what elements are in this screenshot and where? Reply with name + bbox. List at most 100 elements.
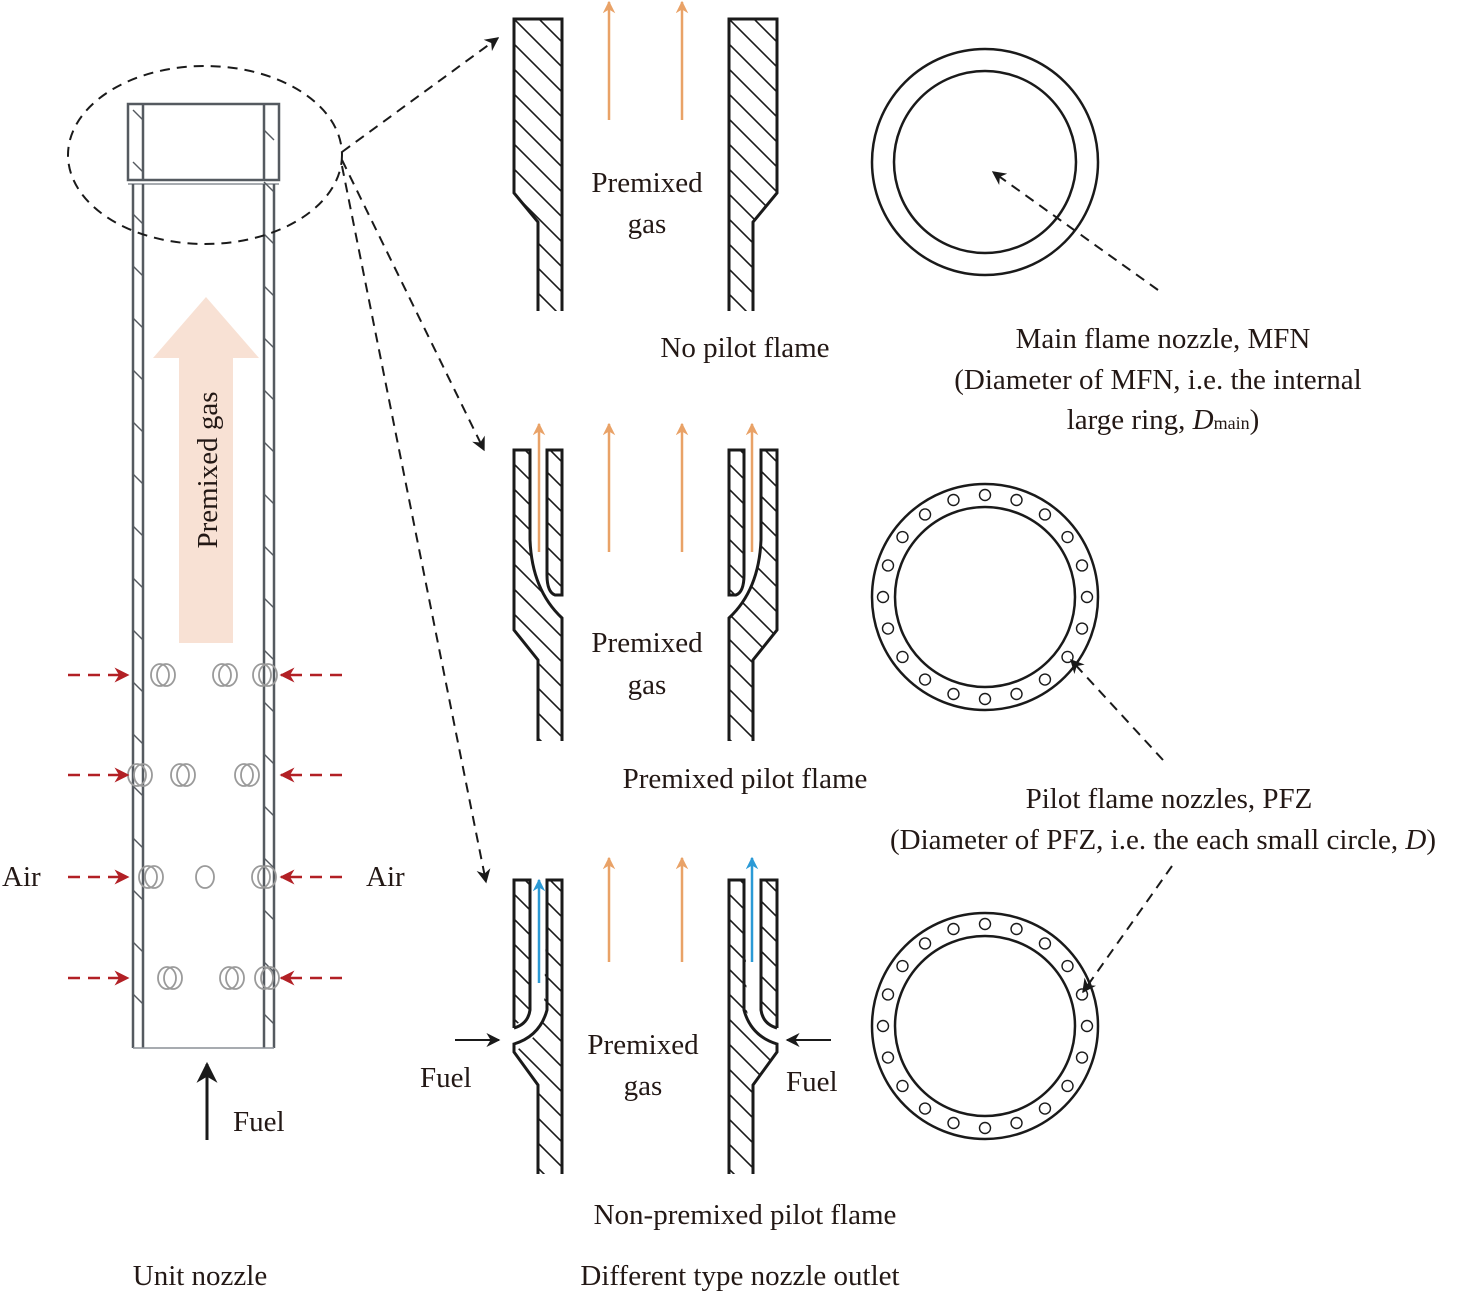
wall-right-inner (727, 878, 779, 1174)
hatch-line (514, 229, 562, 311)
hatch-line (500, 780, 590, 870)
air-hole (195, 865, 215, 889)
hatch-line (132, 993, 144, 1005)
wall-left-inner (512, 878, 564, 1174)
pfz-pointer-arrow-lower (1082, 865, 1173, 994)
air-hole (251, 865, 271, 889)
hatch-line (514, 254, 562, 311)
nozzle-outlet-caption: Different type nozzle outlet (580, 1260, 899, 1292)
wall-right-outer (759, 878, 779, 1030)
hatch-line (132, 421, 144, 433)
pilot-flame-nozzle-hole (896, 1079, 909, 1093)
hatch-line (514, 624, 562, 716)
hatch-line (263, 129, 275, 141)
pfz-description: (Diameter of PFZ, i.e. the each small ci… (890, 824, 1436, 856)
pilot-flame-nozzle-hole (1061, 530, 1074, 544)
inner-ring (893, 934, 1077, 1118)
hatch-line (132, 889, 144, 901)
hatch-line (132, 213, 144, 225)
fuel-label-right: Fuel (786, 1066, 838, 1098)
hatch-line (715, 355, 805, 445)
air-hole (157, 966, 177, 990)
pilot-flame-nozzle-hole (1010, 922, 1023, 936)
pilot-flame-nozzle-hole (1075, 622, 1089, 635)
pilot-flame-nozzle-hole (896, 650, 909, 664)
pfz-title: Pilot flame nozzles, PFZ (1026, 783, 1313, 815)
pilot-flame-nozzle-hole (1061, 959, 1074, 973)
pilot-flame-nozzle-hole (881, 622, 895, 635)
hatch-line (514, 1154, 562, 1174)
hatch-line (132, 525, 144, 537)
air-hole (234, 763, 254, 787)
hatch-line (514, 279, 562, 311)
hatch-line (132, 837, 144, 849)
hatch-line (263, 597, 275, 609)
mfn-subscript: main (1214, 413, 1250, 433)
pilot-flame-nozzle-hole (1061, 1079, 1074, 1093)
pilot-flame-nozzle-hole (876, 590, 890, 604)
pilot-flame-nozzle-hole (1038, 1102, 1052, 1115)
pilot-flame-nozzle-hole (1038, 937, 1052, 950)
air-hole (212, 663, 232, 687)
wall-left-inner (545, 448, 564, 597)
hatch-line (514, 1104, 562, 1174)
outlet-type-name: No pilot flame (660, 332, 829, 364)
hatch-line (132, 733, 144, 745)
hatch-line (500, 775, 590, 865)
hatch-line (132, 369, 144, 381)
pilot-flame-nozzle-hole (947, 687, 960, 701)
pilot-holes (876, 917, 1094, 1135)
hatch-line (263, 649, 275, 661)
pilot-flame-nozzle-hole (918, 508, 932, 521)
air-inlet-holes (127, 663, 280, 990)
hatch-line (500, 780, 590, 870)
pilot-flame-nozzle-hole (1010, 493, 1023, 507)
hatch-line (514, 724, 562, 741)
pfz-suffix: ) (1426, 824, 1436, 856)
hatch-line (500, 1155, 590, 1245)
hatch-line (514, 649, 562, 741)
hatch-line (263, 441, 275, 453)
air-hole (252, 663, 272, 687)
air-label-right: Air (366, 861, 405, 893)
mfn-suffix: ) (1250, 404, 1260, 436)
pilot-flame-nozzle-hole (1010, 687, 1023, 701)
pilot-flame-nozzle-hole (947, 1116, 960, 1130)
pilot-flame-nozzle-hole (896, 530, 909, 544)
pilot-flame-nozzle-hole (881, 559, 895, 572)
pilot-holes (876, 488, 1094, 706)
hatch-line (500, 700, 590, 790)
hatch-line (263, 337, 275, 349)
outlet-type-name: Premixed pilot flame (623, 763, 868, 795)
wall-right (727, 17, 779, 311)
hatch-line (500, 355, 590, 445)
air-hole (218, 663, 238, 687)
hatch-line (263, 857, 275, 869)
hatch-line (263, 389, 275, 401)
hatch-line (500, 330, 590, 420)
hatch-line (500, 1180, 590, 1270)
hatch-line (132, 317, 144, 329)
center-label: Premixed (591, 167, 703, 199)
hatch-line (500, 755, 590, 845)
hatch-line (500, 730, 590, 820)
outlet-no-pilot-flame: Premixed gas No pilot flame (500, 0, 830, 445)
wall-left-outer (512, 448, 564, 741)
hatch-line (132, 161, 144, 173)
wall-left (512, 17, 564, 311)
outer-ring (870, 911, 1100, 1141)
callout-arrow-no-pilot (341, 37, 500, 153)
hatch-line (514, 1129, 562, 1174)
fuel-label-left: Fuel (420, 1062, 472, 1094)
air-hole (163, 966, 183, 990)
hatch-line (132, 577, 144, 589)
center-label: gas (628, 669, 667, 701)
unit-nozzle-caption: Unit nozzle (133, 1260, 267, 1292)
hatch-line (500, 300, 590, 390)
pilot-flame-nozzle-hole (978, 488, 992, 502)
pfz-ring-view-non-premixed (870, 911, 1100, 1141)
center-label: Premixed (587, 1029, 699, 1061)
air-hole (144, 865, 164, 889)
nozzle-head (126, 102, 281, 182)
mfn-ring-view (870, 47, 1159, 291)
